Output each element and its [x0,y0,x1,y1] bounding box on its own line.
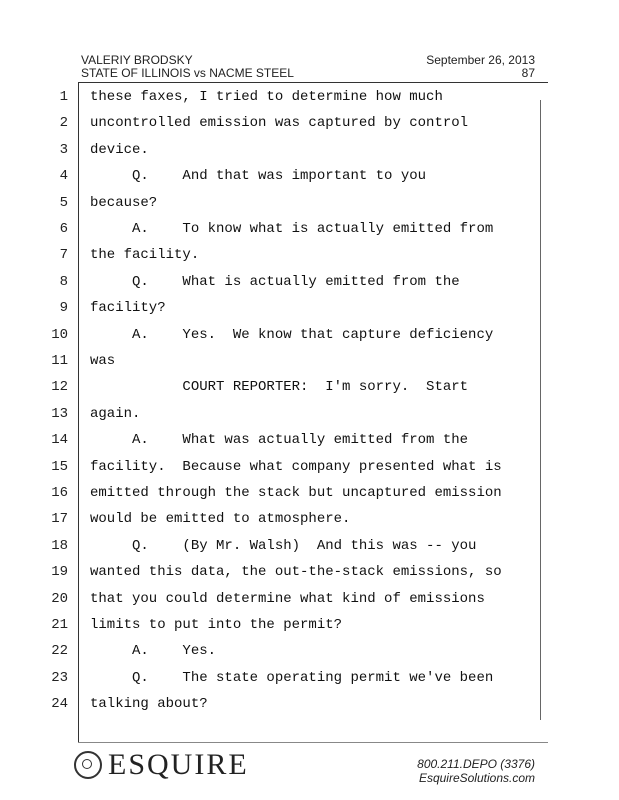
transcript-line: 14 A. What was actually emitted from the [0,432,619,458]
transcript-line: 24 talking about? [0,696,619,722]
line-text: uncontrolled emission was captured by co… [90,115,469,132]
footer-phone: 800.211.DEPO (3376) [417,757,535,771]
line-number: 4 [59,168,68,185]
bottom-rule [78,742,548,743]
transcript-line: 1 these faxes, I tried to determine how m… [0,89,619,115]
transcript-line: 12 COURT REPORTER: I'm sorry. Start [0,379,619,405]
line-number: 11 [51,353,68,369]
right-margin-rule [540,100,541,720]
transcript-line: 3 device. [0,142,619,168]
transcript-line: 17 would be emitted to atmosphere. [0,511,619,537]
line-text: emitted through the stack but uncaptured… [90,485,502,501]
page-number: 87 [521,66,535,80]
line-number: 10 [51,326,68,343]
transcript-line: 23 Q. The state operating permit we've b… [0,670,619,696]
line-text: Q. The state operating permit we've been [90,669,494,686]
transcript-line: 2 uncontrolled emission was captured by c… [0,115,619,141]
line-text: facility? [90,300,166,317]
line-number: 3 [59,141,68,158]
line-text: Q. (By Mr. Walsh) And this was -- you [90,537,477,554]
line-text: again. [90,405,141,422]
transcript-line: 5 because? [0,195,619,221]
transcript-line: 22 A. Yes. [0,643,619,669]
line-text: Q. What is actually emitted from the [90,273,460,290]
transcript-line: 20 that you could determine what kind of … [0,591,619,617]
footer-website[interactable]: EsquireSolutions.com [418,771,535,785]
line-text: these faxes, I tried to determine how mu… [90,89,443,105]
line-number: 8 [59,273,68,290]
transcript-line: 18 Q. (By Mr. Walsh) And this was -- you [0,538,619,564]
transcript-line: 4 Q. And that was important to you [0,168,619,194]
line-number: 24 [51,696,68,713]
transcript-line: 16 emitted through the stack but uncaptur… [0,485,619,511]
line-number: 14 [51,432,68,449]
line-number: 12 [51,379,68,396]
line-number: 20 [51,590,68,607]
line-text: limits to put into the permit? [90,617,343,633]
line-number: 2 [59,115,68,132]
transcript-line: 11 was [0,353,619,379]
left-margin-rule [78,82,79,742]
line-number: 1 [59,89,68,105]
line-text: A. Yes. We know that capture deficiency [90,326,494,343]
transcript-line: 9 facility? [0,300,619,326]
line-text: wanted this data, the out-the-stack emis… [90,564,502,581]
line-text: A. Yes. [90,643,217,660]
transcript-line: 19 wanted this data, the out-the-stack em… [0,564,619,590]
line-number: 5 [59,194,68,211]
line-number: 21 [51,617,68,633]
deposition-date: September 26, 2013 [426,53,535,67]
line-text: because? [90,194,158,211]
line-number: 23 [51,669,68,686]
line-text: device. [90,141,149,158]
line-text: talking about? [90,696,208,713]
witness-name: VALERIY BRODSKY [81,53,193,67]
transcript-line: 7 the facility. [0,247,619,273]
line-number: 9 [59,300,68,317]
line-text: that you could determine what kind of em… [90,590,485,607]
line-number: 13 [51,405,68,422]
logo-text: ESQUIRE [108,748,249,781]
line-number: 7 [59,247,68,264]
esquire-logo: ESQUIRE [74,748,249,782]
line-text: Q. And that was important to you [90,168,427,185]
line-text: A. To know what is actually emitted from [90,221,494,237]
transcript-line: 8 Q. What is actually emitted from the [0,274,619,300]
line-number: 6 [59,221,68,237]
line-number: 17 [51,511,68,528]
line-number: 19 [51,564,68,581]
transcript-line: 21 limits to put into the permit? [0,617,619,643]
top-rule [78,82,548,83]
transcript-line: 13 again. [0,406,619,432]
line-text: was [90,353,116,369]
line-number: 22 [51,643,68,660]
case-title: STATE OF ILLINOIS vs NACME STEEL [81,66,294,80]
transcript-line: 6 A. To know what is actually emitted fr… [0,221,619,247]
line-text: facility. Because what company presented… [90,458,502,475]
line-text: the facility. [90,247,200,264]
line-text: COURT REPORTER: I'm sorry. Start [90,379,469,396]
line-number: 18 [51,537,68,554]
line-text: would be emitted to atmosphere. [90,511,351,528]
line-text: A. What was actually emitted from the [90,432,469,449]
transcript-line: 10 A. Yes. We know that capture deficien… [0,327,619,353]
line-number: 16 [51,485,68,501]
esquire-seal-icon [74,751,102,779]
line-number: 15 [51,458,68,475]
transcript-line: 15 facility. Because what company present… [0,459,619,485]
